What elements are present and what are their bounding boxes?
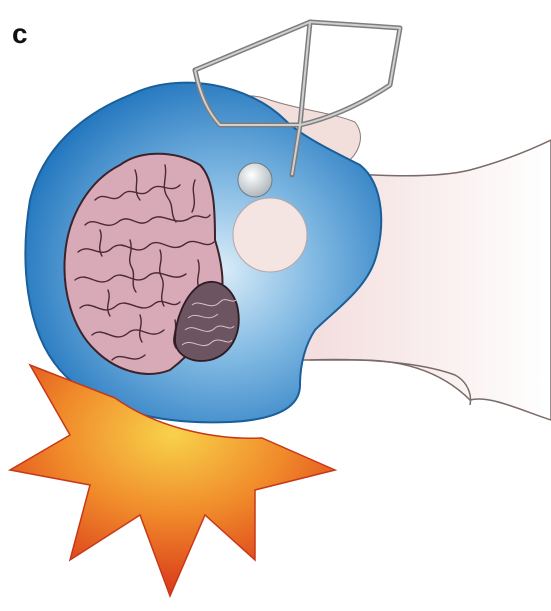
ear-ball-icon xyxy=(238,163,272,197)
panel-label: c xyxy=(12,20,28,48)
ear-hole-large xyxy=(233,198,307,272)
